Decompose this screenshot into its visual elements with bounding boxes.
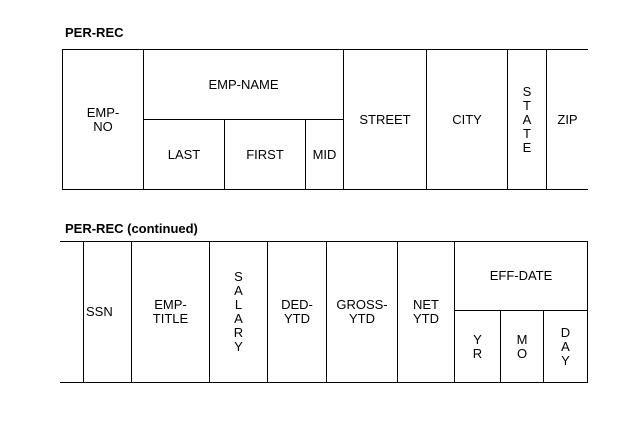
- field-emp-title: EMP- TITLE: [132, 242, 210, 382]
- field-ssn: SSN: [84, 242, 132, 382]
- field-net-ytd: NET YTD: [398, 242, 455, 382]
- field-gross-ytd: GROSS- YTD: [327, 242, 398, 382]
- field-eff-date: EFF-DATE: [455, 242, 587, 311]
- eff-date-subfields: Y R M O D A Y: [455, 311, 587, 382]
- field-mo: M O: [501, 311, 544, 382]
- field-group-eff-date: EFF-DATE Y R M O D A Y: [455, 242, 587, 382]
- field-city: CITY: [427, 50, 508, 189]
- per-rec-continued-table: SSN EMP- TITLE S A L A R Y DED- YTD GROS…: [60, 241, 588, 383]
- emp-name-subfields: LAST FIRST MID: [144, 120, 343, 189]
- field-salary: S A L A R Y: [210, 242, 268, 382]
- continuation-stub: [60, 242, 84, 382]
- field-group-emp-name: EMP-NAME LAST FIRST MID: [144, 50, 344, 189]
- field-street: STREET: [344, 50, 427, 189]
- field-first: FIRST: [225, 120, 306, 189]
- field-yr: Y R: [455, 311, 501, 382]
- per-rec-title: PER-REC: [65, 25, 124, 40]
- per-rec-table: EMP- NO EMP-NAME LAST FIRST MID STREET C…: [62, 49, 588, 190]
- field-day: D A Y: [560, 324, 571, 368]
- field-state: S T A T E: [508, 50, 547, 189]
- field-ded-ytd: DED- YTD: [268, 242, 327, 382]
- field-emp-name: EMP-NAME: [144, 50, 343, 120]
- field-last: LAST: [144, 120, 225, 189]
- per-rec-continued-title: PER-REC (continued): [65, 221, 198, 236]
- field-emp-no: EMP- NO: [63, 50, 144, 189]
- field-mid: MID: [312, 146, 337, 162]
- field-zip: ZIP: [557, 111, 578, 127]
